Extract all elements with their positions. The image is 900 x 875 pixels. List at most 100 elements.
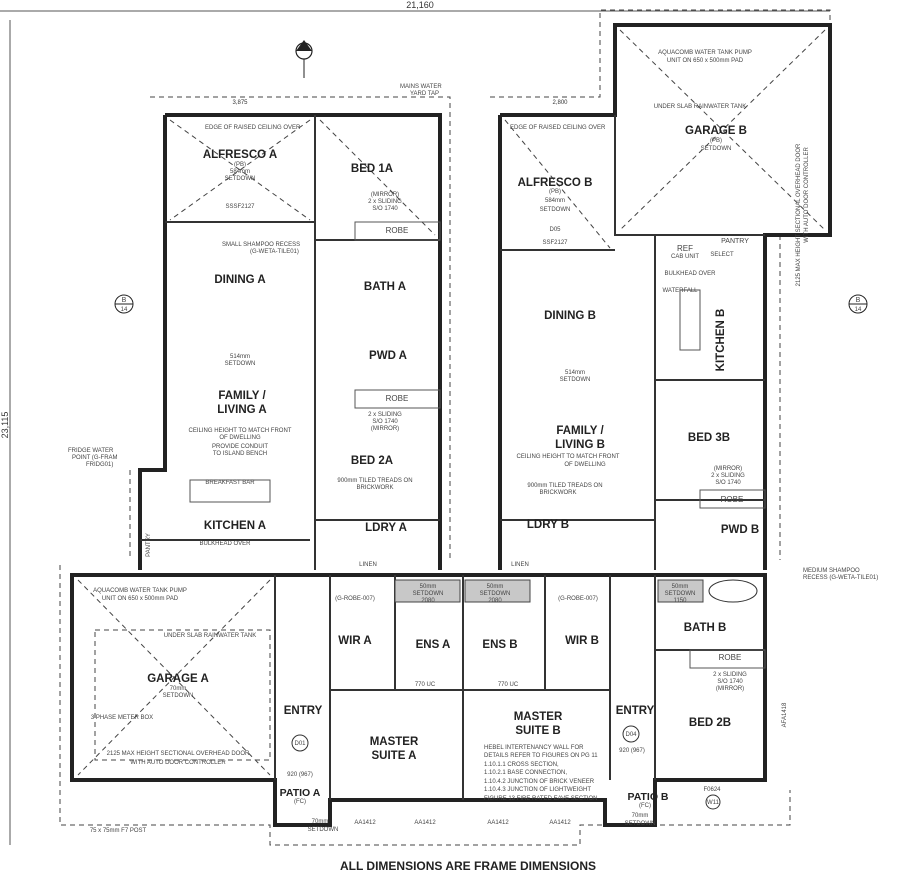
bed-3b-sub: 2 x SLIDING [711,473,745,479]
frame-dimensions-note: ALL DIMENSIONS ARE FRAME DIMENSIONS [340,859,596,873]
ens-b-sub: 50mm [487,584,504,590]
patio-b-sub: 70mm [632,813,649,819]
fridge-note: FRIDGE WATER [68,448,114,454]
post-note: 75 x 75mm F7 POST [90,828,147,834]
ceiling-note-b: CEILING HEIGHT TO MATCH FRONT [517,454,620,460]
patio-b-sub: SETDOWN [625,821,656,827]
bath-b-sub: 1150 [674,598,688,604]
bathtub-icon [708,579,758,603]
meter-box-note: 3 PHASE METER BOX [91,715,153,721]
bath-b-sub: SETDOWN [665,591,696,597]
patio-a-sub: 70mm [312,819,329,825]
bulkhead-note-a: BULKHEAD OVER [199,541,251,547]
alfresco-b-window: SSF2127 [542,240,568,246]
room-garage-b: GARAGE B [685,125,747,137]
svg-text:1.10.1.1 CROSS SECTION,: 1.10.1.1 CROSS SECTION, [484,762,559,768]
window-aa1412: AA1412 [487,820,509,826]
door-d01: D01 [294,741,306,747]
shampoo-note-b: RECESS (G-WETA-TILE01) [803,575,878,581]
room-living-b: LIVING B [555,439,605,451]
wir-a-robe: (G-ROBE-007) [335,596,375,602]
north-arrow-icon [295,40,313,78]
robe-2b: ROBE [719,653,742,662]
window-aa1412: AA1412 [549,820,571,826]
room-patio-b: PATIO B [627,791,668,803]
dim-alfresco-b: 2,800 [552,100,568,106]
ref-b: REF [677,244,693,253]
room-master-a: MASTER [370,736,419,748]
alfresco-b-door: D05 [549,227,561,233]
ceiling-note-a: CEILING HEIGHT TO MATCH FRONT [189,428,292,434]
ens-a-sub: 2080 [421,598,435,604]
bed-2b-sub: 2 x SLIDING [713,672,747,678]
window-tag-icon [705,794,721,810]
ceiling-note-b: OF DWELLING [564,462,606,468]
bed-1a-sub: (MIRROR) [371,192,399,198]
alfresco-a-sub: 584mm [230,169,250,175]
treads-note-b: 900mm TILED TREADS ON [527,483,602,489]
room-garage-a: GARAGE A [147,673,209,685]
waterfall-b: WATERFALL [662,288,698,294]
garage-b-note: AQUACOMB WATER TANK PUMP [658,50,752,56]
bed-2a-sub: 2 x SLIDING [368,412,402,418]
mains-water-note: MAINS WATER [400,84,442,90]
door-d04-size: 920 (967) [619,748,645,754]
room-laundry-b: LDRY B [527,519,569,531]
bed-2a-sub: S/O 1740 [372,419,398,425]
room-bed-2b: BED 2B [689,717,731,729]
svg-text:FIGURE 13 FIRE RATED EAVE SECT: FIGURE 13 FIRE RATED EAVE SECTION [484,796,597,802]
bed-2a-sub: (MIRROR) [371,426,399,432]
conduit-note-a: TO ISLAND BENCH [213,451,267,457]
unit-b-walls [498,23,832,570]
room-kitchen-b: KITCHEN B [715,309,727,372]
garage-a-note: UNDER SLAB RAINWATER TANK [164,633,256,639]
ens-b-uc: 770 UC [498,682,519,688]
bed-2b-sub: S/O 1740 [717,679,743,685]
room-laundry-a: LDRY A [365,522,407,534]
garage-a-sub: SETDOWN [163,693,194,699]
room-entry-a: ENTRY [284,705,323,717]
linen-b: LINEN [511,562,529,568]
hebel-wall-note: HEBEL INTERTENANCY WALL FOR DETAILS REFE… [484,745,598,802]
window-aa1412: AA1412 [354,820,376,826]
raised-ceiling-note-a: EDGE OF RAISED CEILING OVER [205,125,301,131]
room-patio-a: PATIO A [280,787,321,799]
bulkhead-b: BULKHEAD OVER [664,271,716,277]
section-marker-right-icon: B 14 [848,294,868,314]
door-d04: D04 [625,732,637,738]
door-tag-icon [622,725,640,743]
bed-3b-sub: (MIRROR) [714,466,742,472]
room-ens-a: ENS A [416,639,451,651]
room-family-a: FAMILY / [218,390,266,402]
treads-note-b: BRICKWORK [539,490,576,496]
svg-text:1.10.2.1 BASE CONNECTION,: 1.10.2.1 BASE CONNECTION, [484,770,567,776]
room-bath-b: BATH B [684,622,727,634]
bed-3b-sub: S/O 1740 [715,480,741,486]
room-living-a: LIVING A [217,404,266,416]
bed-2b-sub: (MIRROR) [716,686,744,692]
room-family-b: FAMILY / [556,425,604,437]
garage-b-door-note: 2125 MAX HEIGHT SECTIONAL OVERHEAD DOOR [796,143,802,286]
robe-1a: ROBE [386,226,409,235]
wir-b-robe: (G-ROBE-007) [558,596,598,602]
window-afa1418: AFA1418 [782,702,788,727]
ens-a-sub: 50mm [420,584,437,590]
overall-width: 21,160 [406,0,434,10]
alfresco-b-sub: SETDOWN [540,207,571,213]
ens-b-sub: 2080 [488,598,502,604]
ceiling-note-a: OF DWELLING [219,435,261,441]
room-dining-b: DINING B [544,310,596,322]
garage-a-note: AQUACOMB WATER TANK PUMP [93,588,187,594]
pantry-a: PANTRY [146,533,152,557]
room-bed-2a: BED 2A [351,455,393,467]
eave-line [59,9,831,846]
room-master-a-line2: SUITE A [372,750,417,762]
ens-b-sub: SETDOWN [480,591,511,597]
alfresco-a-sub: (PB) [234,162,246,168]
garage-b-door-note: WITH AUTO DOOR CONTROLLER [804,147,810,243]
fridge-note: POINT (G-FRAM [72,455,118,461]
family-a-sub: 514mm [230,354,250,360]
ens-a-sub: SETDOWN [413,591,444,597]
overall-depth: 23,115 [0,412,10,439]
section-marker-left-icon: B 14 [114,294,134,314]
